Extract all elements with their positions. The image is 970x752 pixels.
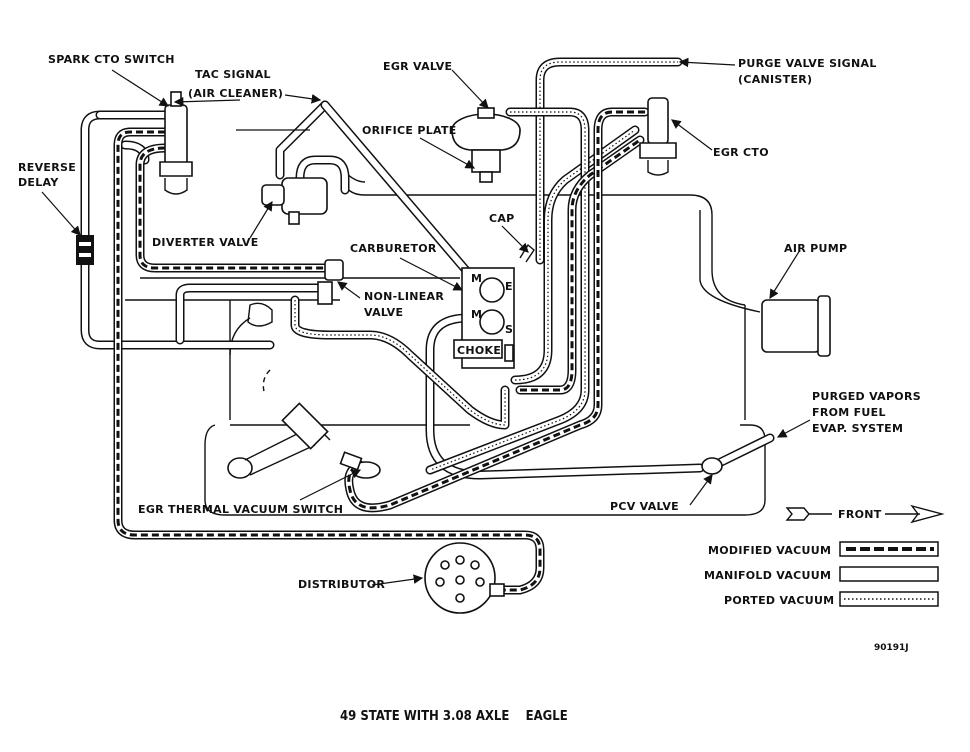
label-orifice-plate: ORIFICE PLATE — [362, 124, 457, 137]
spark-cto-switch — [159, 91, 193, 195]
label-cap: CAP — [489, 212, 515, 225]
reverse-delay — [76, 235, 94, 265]
legend-manifold-label: MANIFOLD VACUUM — [704, 569, 831, 582]
label-purge-valve-signal: PURGE VALVE SIGNAL — [738, 57, 877, 70]
label-egr-thermal-vacuum-switch: EGR THERMAL VACUUM SWITCH — [138, 503, 343, 516]
label-non-linear: NON-LINEAR — [364, 290, 444, 303]
label-choke: CHOKE — [457, 344, 501, 357]
label-tac-signal-sub: (AIR CLEANER) — [188, 87, 283, 100]
label-evap-system: EVAP. SYSTEM — [812, 422, 903, 435]
label-air-pump: AIR PUMP — [784, 242, 847, 255]
egr-cto — [639, 97, 677, 176]
pcv-valve — [701, 457, 723, 475]
carb-port-e: E — [505, 280, 513, 293]
diagram-caption: 49 STATE WITH 3.08 AXLE EAGLE — [340, 709, 568, 724]
legend-manifold-swatch — [839, 566, 939, 582]
ported-vacuum-hoses — [120, 57, 683, 475]
label-reverse: REVERSE — [18, 161, 76, 174]
label-non-linear-valve: VALVE — [364, 306, 403, 319]
legend: MODIFIED VACUUM MANIFOLD VACUUM PORTED V… — [704, 541, 939, 607]
label-egr-cto: EGR CTO — [713, 146, 769, 159]
label-spark-cto-switch: SPARK CTO SWITCH — [48, 53, 175, 66]
label-delay: DELAY — [18, 176, 59, 189]
egr-tvs-mount-left — [227, 457, 253, 479]
label-front: FRONT — [838, 508, 882, 521]
label-distributor: DISTRIBUTOR — [298, 578, 385, 591]
non-linear-valve — [247, 259, 344, 327]
label-diverter-valve: DIVERTER VALVE — [152, 236, 259, 249]
label-purge-canister: (CANISTER) — [738, 73, 812, 86]
carb-port-m1: M — [471, 272, 482, 285]
carburetor — [453, 243, 535, 369]
leader-lines — [41, 57, 811, 586]
label-pcv-valve: PCV VALVE — [610, 500, 679, 513]
label-from-fuel: FROM FUEL — [812, 406, 886, 419]
label-carburetor: CARBURETOR — [350, 242, 437, 255]
air-pump-pulley — [817, 295, 831, 357]
front-indicator: FRONT — [785, 504, 945, 524]
label-purged-vapors: PURGED VAPORS — [812, 390, 921, 403]
label-egr-valve: EGR VALVE — [383, 60, 452, 73]
carb-port-s: S — [505, 323, 513, 336]
carb-port-m2: M — [471, 308, 482, 321]
modified-vacuum-hoses — [113, 107, 650, 595]
air-pump-body — [761, 299, 821, 353]
diverter-valve — [261, 177, 328, 225]
figure-code: 90191J — [874, 643, 909, 653]
egr-valve — [451, 107, 521, 183]
distributor — [424, 542, 505, 614]
legend-modified-label: MODIFIED VACUUM — [708, 544, 831, 557]
legend-ported-label: PORTED VACUUM — [724, 594, 834, 607]
label-tac-signal: TAC SIGNAL — [195, 68, 271, 81]
engine-outline — [125, 171, 831, 516]
